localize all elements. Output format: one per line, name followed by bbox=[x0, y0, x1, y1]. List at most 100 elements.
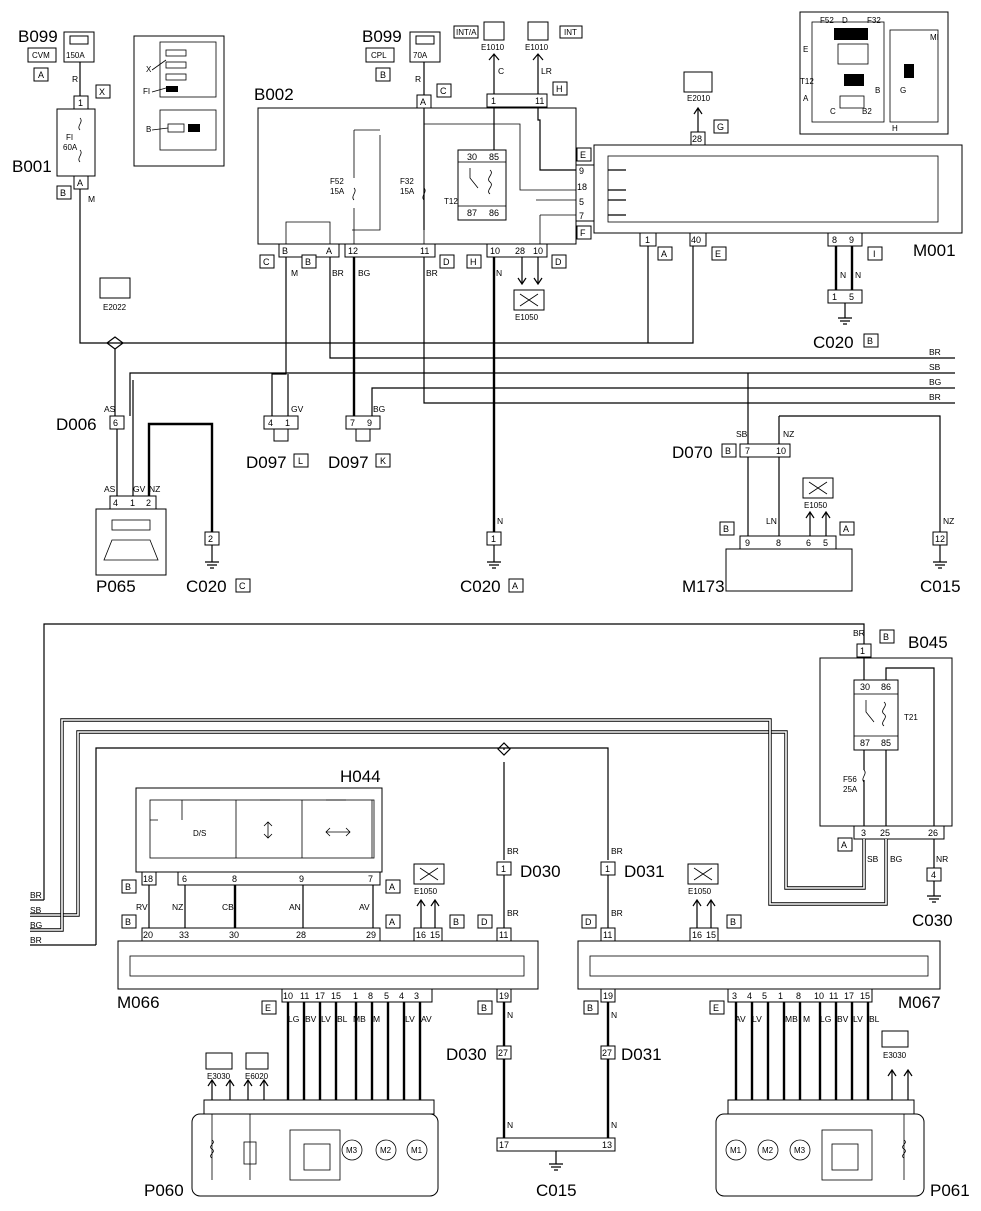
m3-motor-icon bbox=[341, 1139, 363, 1161]
h044-switch-panel bbox=[135, 787, 383, 873]
svg-text:87: 87 bbox=[467, 208, 477, 218]
svg-text:BR: BR bbox=[611, 908, 623, 918]
svg-text:1: 1 bbox=[501, 864, 506, 874]
svg-text:X: X bbox=[99, 87, 105, 97]
svg-text:LR: LR bbox=[541, 66, 552, 76]
svg-text:1: 1 bbox=[778, 991, 783, 1001]
svg-text:8: 8 bbox=[796, 991, 801, 1001]
svg-text:87: 87 bbox=[860, 738, 870, 748]
svg-text:B: B bbox=[125, 917, 131, 927]
svg-text:85: 85 bbox=[489, 152, 499, 162]
svg-text:3: 3 bbox=[732, 991, 737, 1001]
svg-text:INT: INT bbox=[564, 28, 577, 37]
svg-text:C: C bbox=[498, 66, 504, 76]
svg-text:5: 5 bbox=[384, 991, 389, 1001]
svg-text:F52: F52 bbox=[820, 16, 834, 25]
svg-text:4: 4 bbox=[268, 418, 273, 428]
svg-text:7: 7 bbox=[350, 418, 355, 428]
svg-text:A: A bbox=[841, 840, 847, 850]
svg-text:3: 3 bbox=[414, 991, 419, 1001]
svg-text:86: 86 bbox=[489, 208, 499, 218]
svg-text:17: 17 bbox=[844, 991, 854, 1001]
svg-text:B: B bbox=[453, 917, 459, 927]
svg-text:BG: BG bbox=[358, 268, 370, 278]
svg-text:B: B bbox=[723, 524, 729, 534]
e1010-int: INT E1010 LR bbox=[525, 21, 583, 76]
svg-text:K: K bbox=[380, 456, 386, 466]
svg-text:T21: T21 bbox=[904, 713, 918, 722]
svg-text:6: 6 bbox=[806, 538, 811, 548]
svg-text:E1050: E1050 bbox=[515, 313, 539, 322]
svg-text:I: I bbox=[873, 249, 876, 259]
svg-text:5: 5 bbox=[849, 292, 854, 302]
svg-text:R: R bbox=[415, 74, 421, 84]
svg-text:A: A bbox=[389, 882, 395, 892]
svg-text:F56: F56 bbox=[843, 775, 857, 784]
svg-text:33: 33 bbox=[179, 930, 189, 940]
svg-text:D: D bbox=[585, 917, 592, 927]
svg-text:86: 86 bbox=[881, 682, 891, 692]
svg-text:D: D bbox=[481, 917, 488, 927]
svg-text:AV: AV bbox=[359, 902, 370, 912]
svg-text:9: 9 bbox=[849, 235, 854, 245]
svg-text:7: 7 bbox=[368, 874, 373, 884]
svg-text:10: 10 bbox=[814, 991, 824, 1001]
e1010-int-a: INT/A E1010 C bbox=[453, 21, 505, 76]
svg-text:15: 15 bbox=[706, 930, 716, 940]
svg-text:MB: MB bbox=[353, 1014, 366, 1024]
svg-text:16: 16 bbox=[692, 930, 702, 940]
svg-text:SB: SB bbox=[929, 362, 941, 372]
svg-text:GV: GV bbox=[133, 484, 146, 494]
svg-text:NR: NR bbox=[936, 854, 948, 864]
svg-text:NZ: NZ bbox=[783, 429, 794, 439]
m173-label: M173 bbox=[682, 577, 725, 596]
svg-text:G: G bbox=[717, 122, 724, 132]
p061-mirror bbox=[715, 1113, 925, 1197]
svg-text:T12: T12 bbox=[444, 197, 458, 206]
svg-text:15: 15 bbox=[331, 991, 341, 1001]
svg-text:27: 27 bbox=[498, 1048, 508, 1058]
svg-text:F52: F52 bbox=[330, 177, 344, 186]
svg-text:9: 9 bbox=[367, 418, 372, 428]
svg-text:1: 1 bbox=[605, 864, 610, 874]
svg-text:E1010: E1010 bbox=[481, 43, 505, 52]
svg-text:CB: CB bbox=[222, 902, 234, 912]
svg-text:7: 7 bbox=[745, 446, 750, 456]
svg-text:B: B bbox=[725, 446, 731, 456]
svg-text:E: E bbox=[715, 249, 721, 259]
svg-text:BR: BR bbox=[929, 347, 941, 357]
svg-text:H: H bbox=[470, 257, 477, 267]
svg-text:E2010: E2010 bbox=[687, 94, 711, 103]
e6020-icon bbox=[245, 1052, 269, 1070]
b045-label: B045 bbox=[908, 633, 948, 652]
svg-text:B: B bbox=[587, 1003, 593, 1013]
svg-text:E1050: E1050 bbox=[688, 887, 712, 896]
p060-mirror bbox=[191, 1113, 439, 1197]
svg-text:BV: BV bbox=[305, 1014, 317, 1024]
svg-text:85: 85 bbox=[881, 738, 891, 748]
svg-text:BL: BL bbox=[869, 1014, 880, 1024]
svg-text:30: 30 bbox=[229, 930, 239, 940]
svg-text:M: M bbox=[291, 268, 298, 278]
svg-text:1: 1 bbox=[491, 96, 496, 106]
svg-text:E: E bbox=[713, 1003, 719, 1013]
c015-label-bottom: C015 bbox=[536, 1181, 577, 1200]
svg-text:6: 6 bbox=[182, 874, 187, 884]
svg-text:G: G bbox=[900, 86, 906, 95]
d030-label-bottom: D030 bbox=[446, 1045, 487, 1064]
svg-text:D: D bbox=[842, 16, 848, 25]
svg-text:BG: BG bbox=[929, 377, 941, 387]
svg-text:A: A bbox=[803, 94, 809, 103]
b099-cvm-group: B099 CVM A 150A bbox=[18, 27, 95, 82]
svg-text:A: A bbox=[420, 97, 426, 107]
svg-text:10: 10 bbox=[776, 446, 786, 456]
svg-text:M2: M2 bbox=[762, 1146, 774, 1155]
svg-text:AS: AS bbox=[104, 484, 116, 494]
svg-text:12: 12 bbox=[935, 534, 945, 544]
svg-text:R: R bbox=[72, 74, 78, 84]
svg-text:N: N bbox=[611, 1120, 617, 1130]
svg-text:LN: LN bbox=[766, 516, 777, 526]
svg-text:11: 11 bbox=[420, 246, 429, 256]
svg-text:60A: 60A bbox=[63, 143, 78, 152]
d097-l-label: D097 bbox=[246, 453, 287, 472]
